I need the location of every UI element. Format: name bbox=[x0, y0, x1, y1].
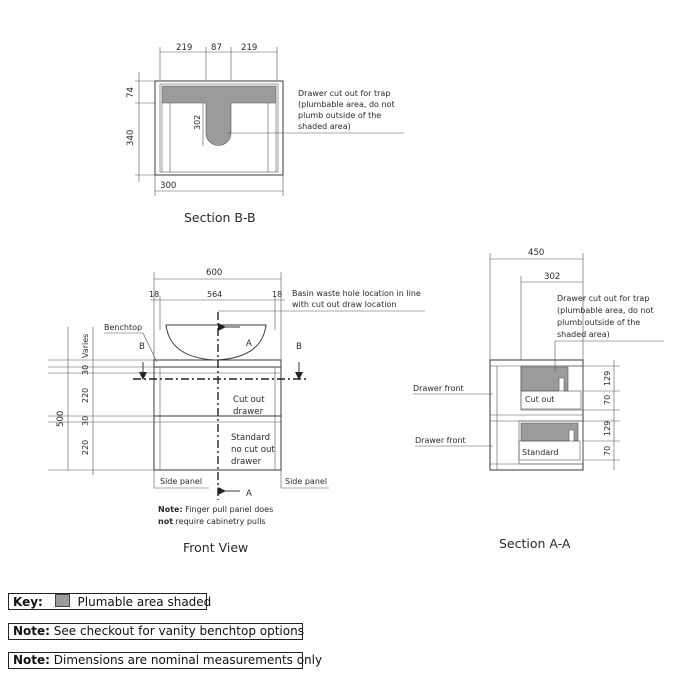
bb-dim-right: 219 bbox=[241, 43, 257, 53]
fv-label-b-right: B bbox=[296, 342, 302, 352]
note-benchtop-box: Note: See checkout for vanity benchtop o… bbox=[8, 623, 304, 640]
fv-dim-30a: 30 bbox=[81, 365, 90, 375]
fv-label-a-bottom: A bbox=[246, 489, 252, 499]
fv-dim-30b: 30 bbox=[81, 416, 90, 426]
aa-note-line2: (plumbable area, do not bbox=[557, 306, 654, 315]
fv-standard-drawer-line1: Standard bbox=[231, 433, 270, 443]
fv-dim-width: 600 bbox=[206, 268, 222, 278]
fv-label-a-top: A bbox=[246, 339, 252, 349]
bb-dim-left: 219 bbox=[176, 43, 192, 53]
fv-dim-side-right: 18 bbox=[272, 290, 282, 299]
aa-dim-70a: 70 bbox=[603, 395, 612, 405]
fv-basin-note-line1: Basin waste hole location in line bbox=[292, 289, 421, 298]
key-text: Plumable area shaded bbox=[77, 595, 212, 609]
key-label: Key: bbox=[13, 595, 43, 609]
fv-cut-out-drawer-line1: Cut out bbox=[233, 395, 265, 405]
bb-dim-mid: 87 bbox=[211, 43, 222, 53]
aa-standard-label: Standard bbox=[522, 448, 558, 457]
aa-note-line4: shaded area) bbox=[557, 330, 610, 339]
fv-benchtop-label: Benchtop bbox=[104, 323, 142, 332]
bb-title: Section B-B bbox=[184, 210, 256, 225]
aa-dim-129b: 129 bbox=[603, 421, 612, 436]
note1-label: Note: bbox=[13, 624, 50, 638]
aa-bottom-drawer-plumbable bbox=[520, 422, 579, 442]
bb-dim-height: 340 bbox=[126, 130, 136, 146]
aa-dim-cut: 302 bbox=[544, 272, 560, 282]
fv-dim-varies: Varies bbox=[81, 334, 90, 358]
aa-top-drawer-plumbable bbox=[520, 366, 569, 392]
note-dimensions-box: Note: Dimensions are nominal measurement… bbox=[8, 652, 322, 669]
section-aa: 450 302 Cut out Standard Drawer front Dr… bbox=[413, 248, 664, 551]
aa-dim-70b: 70 bbox=[603, 446, 612, 456]
fv-dim-inner: 564 bbox=[207, 290, 222, 299]
fv-cut-out-drawer-line2: drawer bbox=[233, 407, 264, 417]
bb-plumbable-area bbox=[161, 85, 277, 146]
bb-note-line2: (plumbable area, do not bbox=[298, 100, 395, 109]
bb-note-line3: plumb outside of the bbox=[298, 111, 381, 120]
shaded-swatch-icon bbox=[54, 594, 70, 607]
fv-finger-note-line2: not require cabinetry pulls bbox=[158, 517, 266, 526]
fv-dim-220b: 220 bbox=[81, 440, 90, 455]
fv-dim-220a: 220 bbox=[81, 388, 90, 403]
section-bb: 219 87 219 302 74 340 300 Drawer cut out… bbox=[126, 43, 404, 225]
bb-dim-trap: 302 bbox=[193, 115, 202, 130]
bb-note-line1: Drawer cut out for trap bbox=[298, 89, 390, 98]
note2-label: Note: bbox=[13, 653, 50, 667]
aa-cut-out-label: Cut out bbox=[525, 395, 554, 404]
fv-side-panel-right: Side panel bbox=[285, 477, 327, 486]
note2-text: Dimensions are nominal measurements only bbox=[49, 653, 323, 667]
fv-finger-note-line1: Note: Finger pull panel does bbox=[158, 505, 273, 514]
aa-title: Section A-A bbox=[499, 536, 571, 551]
fv-dim-height: 500 bbox=[56, 411, 66, 427]
aa-note-line1: Drawer cut out for trap bbox=[557, 294, 649, 303]
fv-side-panel-left: Side panel bbox=[160, 477, 202, 486]
fv-dim-side-left: 18 bbox=[149, 290, 159, 299]
fv-title: Front View bbox=[183, 540, 248, 555]
bb-cabinet-outline bbox=[154, 80, 284, 176]
fv-basin-note-line2: with cut out draw location bbox=[292, 300, 396, 309]
front-view: 600 18 564 18 A A B B Cu bbox=[48, 268, 425, 555]
aa-drawer-front-top: Drawer front bbox=[413, 384, 464, 393]
bb-dim-depth: 300 bbox=[160, 181, 176, 191]
aa-drawer-front-bottom: Drawer front bbox=[415, 436, 466, 445]
fv-label-b-left: B bbox=[139, 342, 145, 352]
key-box: Key: Plumable area shaded bbox=[8, 593, 211, 610]
aa-note-line3: plumb outside of the bbox=[557, 318, 640, 327]
fv-standard-drawer-line2: no cut out bbox=[231, 445, 275, 455]
bb-note-line4: shaded area) bbox=[298, 122, 351, 131]
bb-dim-top: 74 bbox=[126, 87, 136, 98]
aa-dim-129a: 129 bbox=[603, 371, 612, 386]
note1-text: See checkout for vanity benchtop options bbox=[49, 624, 304, 638]
aa-dim-depth: 450 bbox=[528, 248, 544, 258]
fv-standard-drawer-line3: drawer bbox=[231, 457, 262, 467]
